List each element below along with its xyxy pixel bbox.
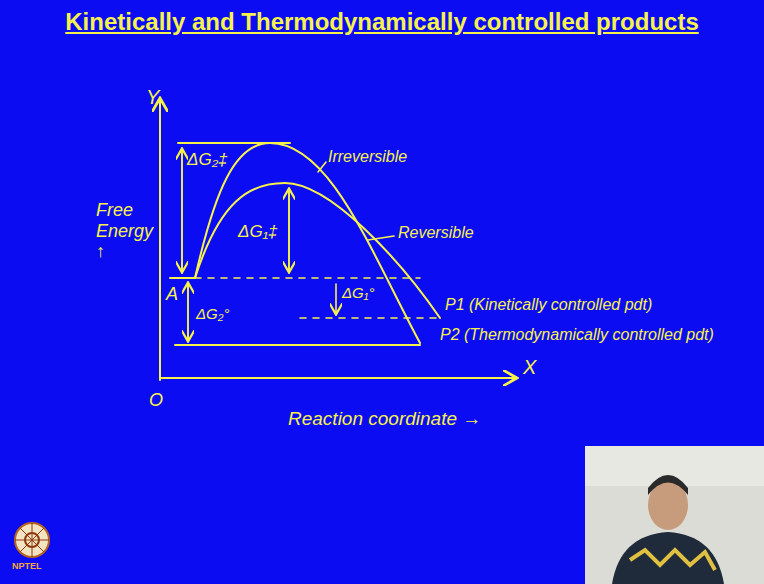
logo-text: NPTEL bbox=[12, 561, 42, 571]
x-axis bbox=[160, 377, 515, 379]
p2-level bbox=[175, 344, 420, 346]
dg1-activation-arrow bbox=[288, 190, 290, 271]
slide-title: Kinetically and Thermodynamically contro… bbox=[40, 8, 724, 36]
video-inset bbox=[585, 446, 764, 584]
reversible-curve bbox=[195, 183, 440, 318]
dg1-activation-arrow bbox=[288, 190, 290, 271]
energy-label: ΔG₁° bbox=[342, 284, 374, 301]
origin-label: O bbox=[149, 390, 163, 411]
dg2-standard-arrow bbox=[187, 284, 189, 340]
energy-label: ΔG₂‡ bbox=[187, 150, 228, 170]
dg2-standard-arrow bbox=[187, 284, 189, 340]
nptel-logo bbox=[15, 523, 49, 557]
y-axis bbox=[159, 100, 161, 380]
energy-label: ΔG₁‡ bbox=[238, 222, 277, 242]
p1-level bbox=[300, 317, 438, 319]
axis-label: Y bbox=[146, 86, 159, 109]
curve-label: Irreversible bbox=[328, 148, 407, 166]
product-label: P2 (Thermodynamically controlled pdt) bbox=[440, 326, 714, 344]
axis-label: X bbox=[523, 356, 536, 379]
product-label: P1 (Kinetically controlled pdt) bbox=[445, 296, 652, 314]
dg1-standard-arrow bbox=[335, 284, 337, 313]
state-label: A bbox=[166, 284, 178, 305]
dg2-activation-arrow bbox=[181, 150, 183, 271]
curve-label: Reversible bbox=[398, 224, 474, 242]
axis-title: Reaction coordinate → bbox=[288, 408, 481, 430]
irreversible-curve bbox=[195, 143, 420, 343]
reactant-level bbox=[170, 277, 195, 279]
axis-title: Free Energy ↑ bbox=[96, 200, 156, 262]
energy-label: ΔG₂° bbox=[196, 305, 229, 322]
dg2-activation-arrow bbox=[181, 150, 183, 271]
leader-line bbox=[318, 162, 326, 172]
leader-line bbox=[368, 236, 394, 240]
